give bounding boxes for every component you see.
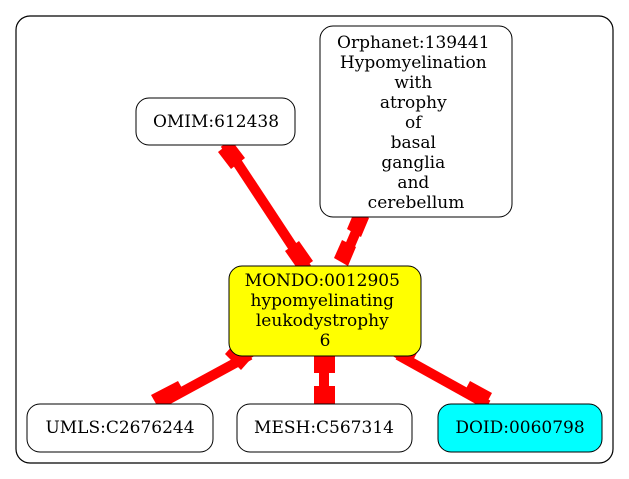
nodes: OMIM:612438 Orphanet:139441 Hypomyelinat…	[26, 25, 603, 453]
node-orphanet-line: with	[394, 73, 432, 93]
node-center-line: 6	[320, 331, 331, 351]
node-center-line: leukodystrophy	[256, 311, 389, 331]
node-mesh-line: MESH:C567314	[254, 418, 394, 438]
node-orphanet-line: cerebellum	[368, 193, 465, 213]
node-orphanet-label: Orphanet:139441 Hypomyelination with atr…	[337, 33, 495, 213]
node-doid: DOID:0060798	[437, 403, 603, 453]
node-omim-label: OMIM:612438	[153, 112, 279, 132]
node-center-line: hypomyelinating	[251, 291, 395, 311]
node-doid-line: DOID:0060798	[455, 418, 584, 438]
node-umls: UMLS:C2676244	[26, 403, 214, 453]
node-center-line: MONDO:0012905	[245, 271, 400, 291]
node-doid-label: DOID:0060798	[455, 418, 584, 438]
node-orphanet-line: of	[405, 113, 423, 133]
node-mesh: MESH:C567314	[236, 403, 413, 453]
node-omim-line: OMIM:612438	[153, 112, 279, 132]
node-orphanet-line: ganglia	[381, 153, 445, 173]
node-umls-label: UMLS:C2676244	[45, 418, 194, 438]
node-mesh-label: MESH:C567314	[254, 418, 394, 438]
node-orphanet-line: atrophy	[380, 93, 447, 113]
node-orphanet-line: Orphanet:139441	[337, 33, 490, 53]
node-orphanet-line: basal	[391, 133, 436, 153]
node-omim: OMIM:612438	[135, 97, 296, 146]
node-center: MONDO:0012905 hypomyelinating leukodystr…	[228, 265, 422, 357]
edge-omim-center	[218, 141, 313, 273]
node-umls-line: UMLS:C2676244	[45, 418, 194, 438]
node-orphanet: Orphanet:139441 Hypomyelination with atr…	[319, 25, 513, 218]
node-orphanet-line: Hypomyelination	[340, 53, 487, 73]
node-orphanet-line: and	[397, 173, 429, 193]
node-center-label: MONDO:0012905 hypomyelinating leukodystr…	[245, 271, 406, 351]
